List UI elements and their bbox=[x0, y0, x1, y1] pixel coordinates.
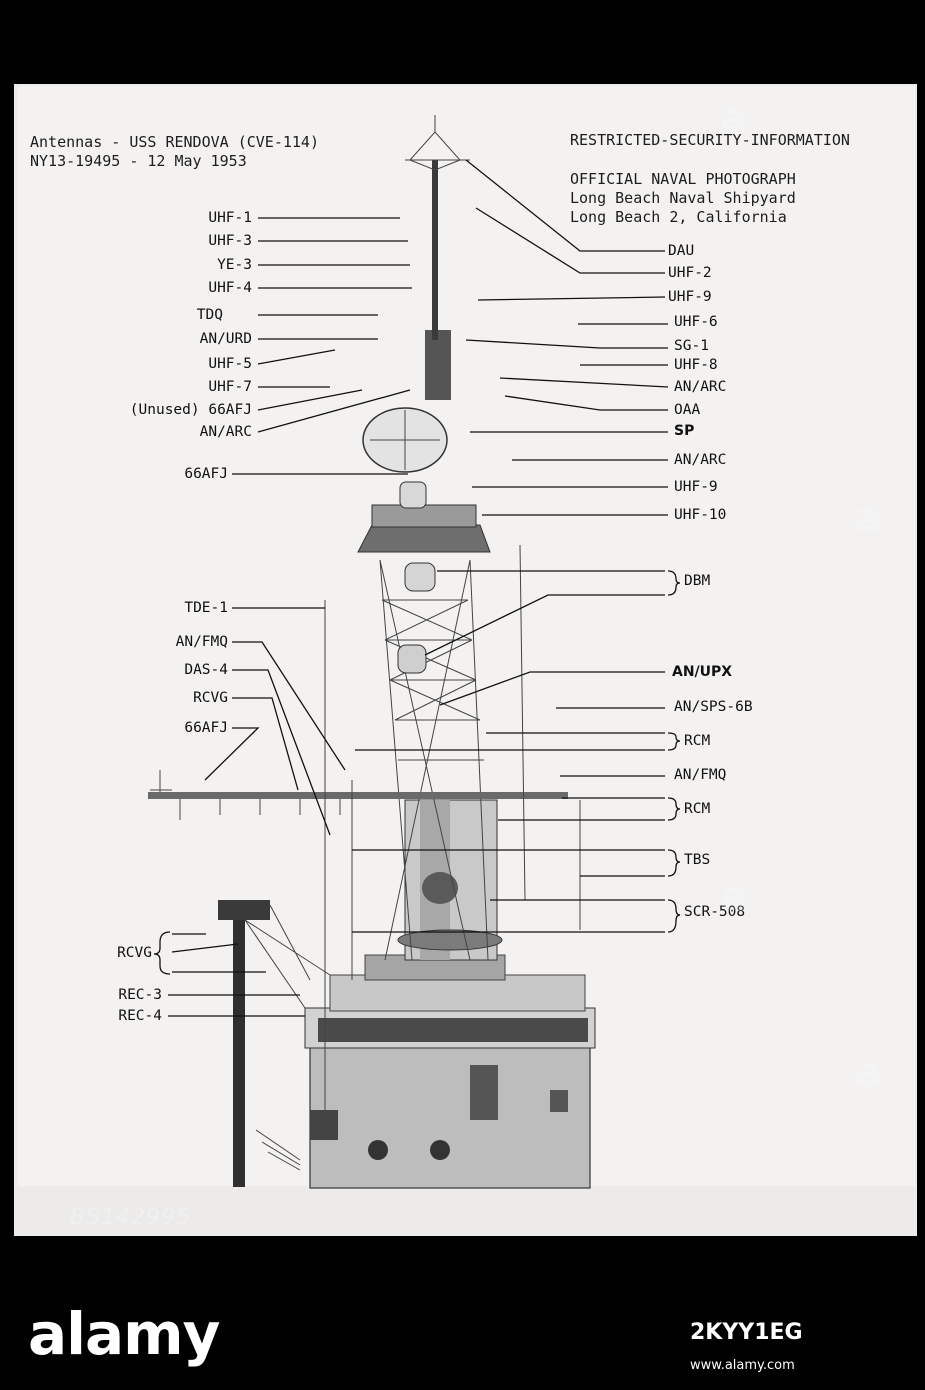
antenna-label: UHF-6 bbox=[674, 314, 718, 330]
antenna-label: DAS-4 bbox=[184, 662, 228, 678]
watermark-logo: a bbox=[855, 1050, 882, 1096]
antenna-label: DBM bbox=[684, 573, 711, 589]
antenna-label: UHF-9 bbox=[674, 479, 718, 495]
antenna-label: REC-4 bbox=[118, 1008, 162, 1024]
antenna-label: TBS bbox=[684, 852, 711, 868]
antenna-label: AN/UPX bbox=[672, 664, 733, 680]
antenna-label: UHF-9 bbox=[668, 289, 712, 305]
antenna-label: AN/URD bbox=[199, 331, 252, 347]
antenna-label: RCM bbox=[684, 733, 711, 749]
antenna-label: UHF-5 bbox=[208, 356, 252, 372]
antenna-label: RCVG bbox=[193, 690, 228, 706]
caption-subtitle: NY13-19495 - 12 May 1953 bbox=[30, 152, 247, 170]
antenna-label: UHF-1 bbox=[208, 210, 252, 226]
shipyard-location: Long Beach 2, California bbox=[570, 208, 787, 226]
antenna-label: TDE-1 bbox=[184, 600, 228, 616]
antenna-label: DAU bbox=[668, 243, 695, 259]
restricted-notice: RESTRICTED-SECURITY-INFORMATION bbox=[570, 131, 850, 149]
antenna-label: AN/FMQ bbox=[175, 634, 228, 650]
stock-footer bbox=[0, 1238, 925, 1390]
antenna-label: AN/ARC bbox=[674, 452, 727, 468]
antenna-label: OAA bbox=[674, 402, 701, 418]
stock-id: 2KYY1EG bbox=[690, 1320, 803, 1345]
antenna-label: UHF-7 bbox=[208, 379, 252, 395]
antenna-label: 66AFJ bbox=[184, 466, 228, 482]
antenna-label: UHF-10 bbox=[674, 507, 727, 523]
antenna-label: AN/SPS-6B bbox=[674, 699, 753, 715]
antenna-label: UHF-8 bbox=[674, 357, 718, 373]
antenna-label: TDQ bbox=[196, 307, 223, 323]
antenna-label: YE-3 bbox=[217, 257, 252, 273]
antenna-label: SP bbox=[674, 423, 695, 439]
watermark-logo: a bbox=[720, 95, 747, 141]
watermark-logo: a bbox=[855, 495, 882, 541]
antenna-label: (Unused) 66AFJ bbox=[129, 402, 252, 418]
antenna-label: UHF-2 bbox=[668, 265, 712, 281]
stock-site: www.alamy.com bbox=[690, 1358, 795, 1373]
official-notice: OFFICIAL NAVAL PHOTOGRAPH bbox=[570, 170, 796, 188]
antenna-label: SCR-508 bbox=[684, 904, 746, 920]
antenna-label: AN/ARC bbox=[674, 379, 727, 395]
antenna-label: AN/ARC bbox=[199, 424, 252, 440]
antenna-label: RCM bbox=[684, 801, 711, 817]
watermark-logo: a bbox=[720, 875, 747, 921]
antenna-label: UHF-4 bbox=[208, 280, 252, 296]
negative-number: BS142995 bbox=[70, 1205, 192, 1230]
antenna-label: 66AFJ bbox=[184, 720, 228, 736]
antenna-label: REC-3 bbox=[118, 987, 162, 1003]
antenna-label: AN/FMQ bbox=[674, 767, 727, 783]
antenna-label: RCVG bbox=[117, 945, 152, 961]
antenna-label: UHF-3 bbox=[208, 233, 252, 249]
shipyard-name: Long Beach Naval Shipyard bbox=[570, 189, 796, 207]
caption-title: Antennas - USS RENDOVA (CVE-114) bbox=[30, 133, 319, 151]
antenna-label: SG-1 bbox=[674, 338, 709, 354]
alamy-logo: alamy bbox=[28, 1300, 220, 1368]
